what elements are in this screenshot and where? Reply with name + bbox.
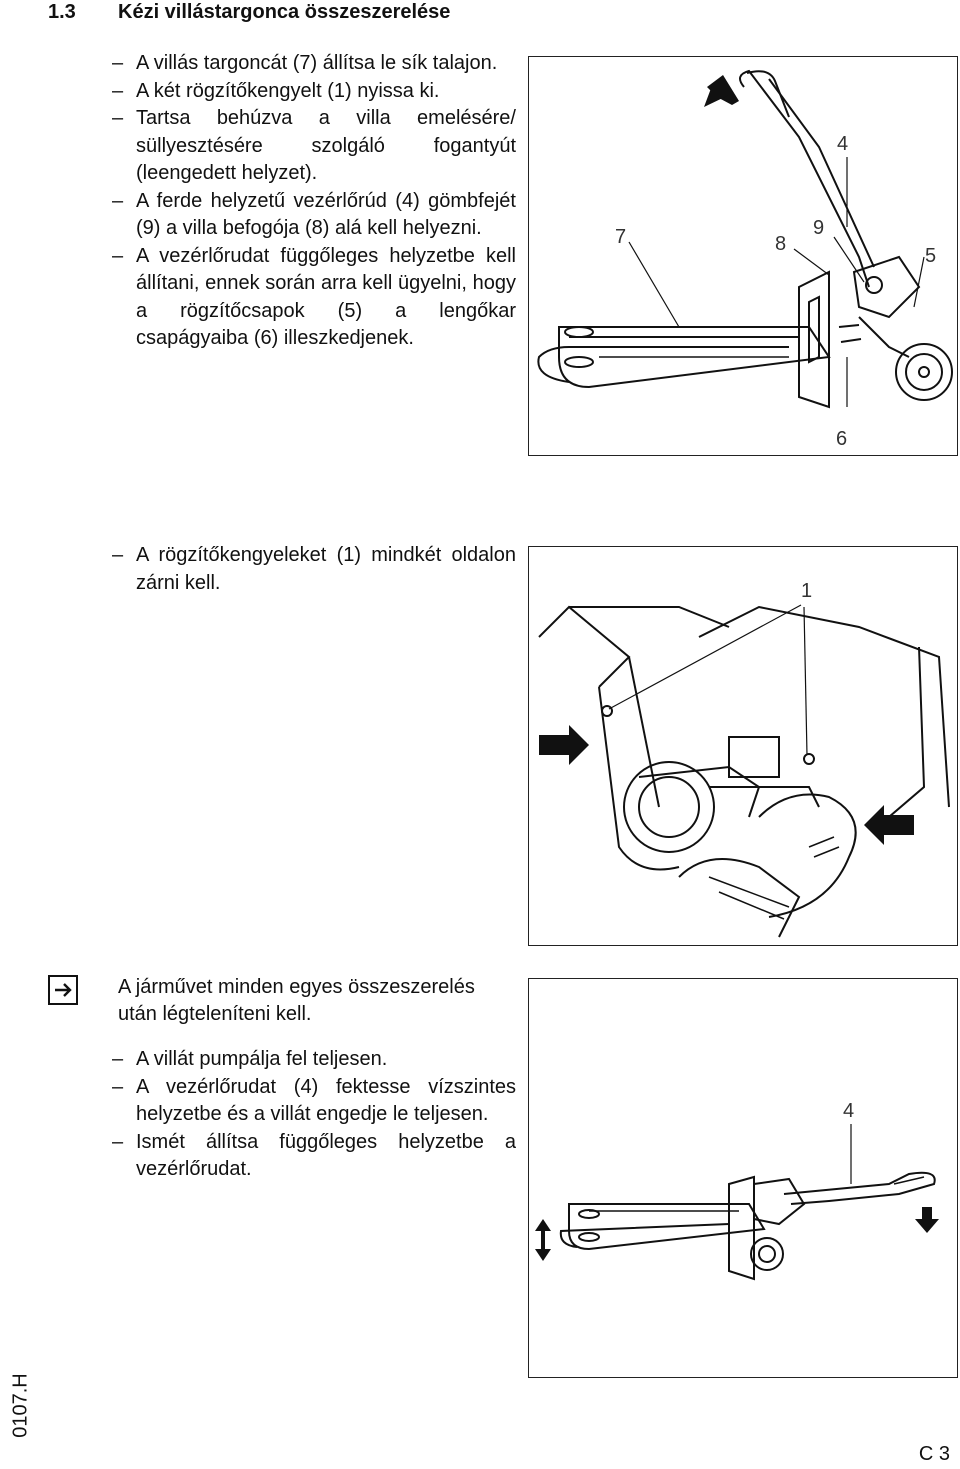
list-item: –Tartsa behúzva a villa emelésére/ sülly… bbox=[112, 105, 516, 188]
list-item-text: A ferde helyzetű vezérlőrúd (4) gömbfejé… bbox=[136, 189, 516, 240]
pallet-truck-illustration: 7 8 9 4 5 6 bbox=[537, 69, 953, 450]
list-item-text: A két rögzítőkengyelt (1) nyissa ki. bbox=[136, 79, 440, 102]
label-4: 4 bbox=[837, 133, 848, 155]
label-1: 1 bbox=[801, 580, 812, 602]
list-item-text: A vezérlőrudat függőleges helyzetbe kell… bbox=[136, 244, 516, 350]
page-number: C 3 bbox=[918, 1443, 950, 1465]
list-item: –Ismét állítsa függőleges helyzetbe a ve… bbox=[112, 1129, 516, 1184]
label-6: 6 bbox=[836, 428, 847, 450]
section-number: 1.3 bbox=[48, 1, 76, 23]
list-item: –A rögzítőkengyeleket (1) mindkét oldalo… bbox=[112, 542, 516, 597]
instruction-list-3: –A villát pumpálja fel teljesen. –A vezé… bbox=[112, 1046, 516, 1184]
label-9: 9 bbox=[813, 217, 824, 239]
label-7: 7 bbox=[615, 226, 626, 248]
figure-handle-horizontal: 4 bbox=[528, 978, 958, 1378]
list-item-text: Tartsa behúzva a villa emelésére/ süllye… bbox=[136, 107, 516, 184]
list-item-text: A villás targoncát (7) állítsa le sík ta… bbox=[136, 52, 498, 74]
list-item: –A vezérlőrudat függőleges helyzetbe kel… bbox=[112, 243, 516, 353]
note-text: A járművet minden egyes összeszerelés ut… bbox=[118, 976, 475, 1025]
arrow-right-box-icon bbox=[48, 975, 78, 1005]
list-item-text: A rögzítőkengyeleket (1) mindkét oldalon… bbox=[136, 544, 516, 594]
document-code-text: 0107.H bbox=[9, 1373, 32, 1438]
instruction-list-1: –A villás targoncát (7) állítsa le sík t… bbox=[112, 50, 516, 353]
list-item: –A villát pumpálja fel teljesen. bbox=[112, 1046, 516, 1074]
figure-clamp-closeup: 1 bbox=[528, 546, 958, 946]
list-item: –A vezérlőrudat (4) fektesse vízszintes … bbox=[112, 1074, 516, 1129]
section-title: Kézi villástargonca összeszerelése bbox=[118, 1, 451, 23]
figure-assembly-upright: 7 8 9 4 5 6 bbox=[528, 56, 958, 456]
clamp-illustration: 1 bbox=[538, 580, 950, 938]
instruction-list-2: –A rögzítőkengyeleket (1) mindkét oldalo… bbox=[112, 542, 516, 597]
label-4: 4 bbox=[843, 1100, 854, 1122]
list-item: –A két rögzítőkengyelt (1) nyissa ki. bbox=[112, 78, 516, 106]
list-item-text: A villát pumpálja fel teljesen. bbox=[136, 1048, 388, 1070]
document-code: 0107.H bbox=[6, 1360, 32, 1450]
list-item: –A villás targoncát (7) állítsa le sík t… bbox=[112, 50, 516, 78]
pallet-truck-horizontal-illustration: 4 bbox=[535, 1100, 939, 1281]
arrow-right-icon bbox=[55, 983, 72, 997]
list-item-text: Ismét állítsa függőleges helyzetbe a vez… bbox=[136, 1130, 516, 1181]
label-8: 8 bbox=[775, 233, 786, 255]
list-item-text: A vezérlőrudat (4) fektesse vízszintes h… bbox=[136, 1075, 516, 1126]
label-5: 5 bbox=[925, 245, 936, 267]
list-item: –A ferde helyzetű vezérlőrúd (4) gömbfej… bbox=[112, 188, 516, 243]
